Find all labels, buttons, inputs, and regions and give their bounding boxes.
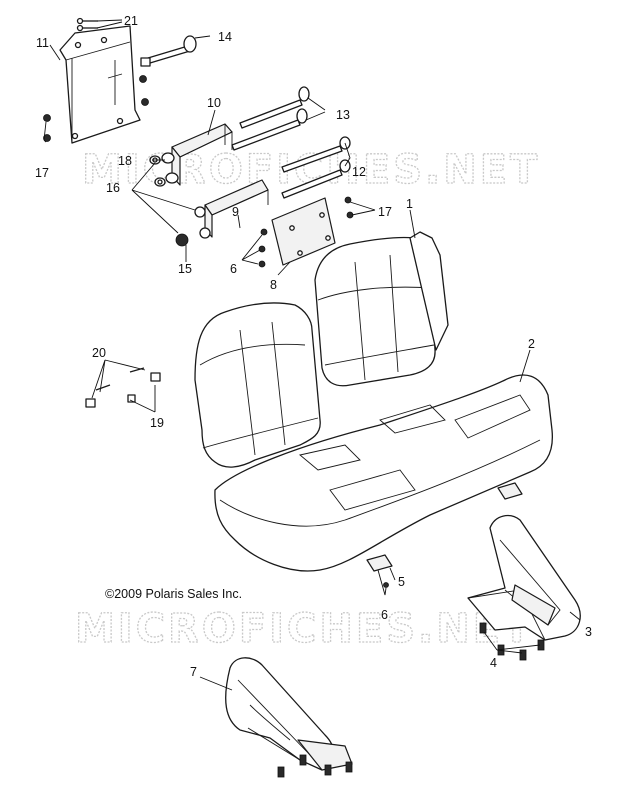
seat-cushion-part [214,374,554,572]
callout-14: 14 [218,30,232,44]
callout-5: 5 [398,575,405,589]
callout-6-upper: 6 [230,262,237,276]
callout-7: 7 [190,665,197,679]
callout-3: 3 [585,625,592,639]
callout-16: 16 [106,181,120,195]
callout-13: 13 [336,108,350,122]
upper-rod-pair-part [231,86,310,151]
callout-10: 10 [207,96,221,110]
callout-18: 18 [118,154,132,168]
callout-8: 8 [270,278,277,292]
callout-9: 9 [232,205,239,219]
right-side-frame-part [467,514,581,641]
long-rod-part [140,35,197,67]
callout-20: 20 [92,346,106,360]
callout-15: 15 [178,262,192,276]
callout-1: 1 [406,197,413,211]
lower-rod-pair-part [281,136,351,199]
callout-12: 12 [352,165,366,179]
cushion-bracket-part [366,482,523,572]
callout-17-right: 17 [378,205,392,219]
left-side-frame-part [225,657,353,771]
seat-backrest-part [194,231,449,468]
callout-6-lower: 6 [381,608,388,622]
callout-21: 21 [124,14,138,28]
callout-4: 4 [490,656,497,670]
watermark-bottom: MICROFICHES.NET [75,606,533,652]
bolt-set-part [277,622,545,778]
upper-pivot-bracket-part [161,123,233,186]
copyright-notice: ©2009 Polaris Sales Inc. [105,587,242,601]
callout-17-left: 17 [35,166,49,180]
lower-pivot-bracket-part [194,179,269,239]
callout-labels: 21 11 14 10 13 12 18 16 17 17 1 9 6 15 8… [35,14,592,679]
callout-11: 11 [36,36,49,50]
latch-plate-part [271,197,336,266]
callout-19: 19 [150,416,164,430]
callout-2: 2 [528,337,535,351]
screw-pair-part [76,17,98,32]
leader-lines [43,19,581,691]
clip-parts [85,367,161,408]
mounting-plate-part [59,25,141,144]
